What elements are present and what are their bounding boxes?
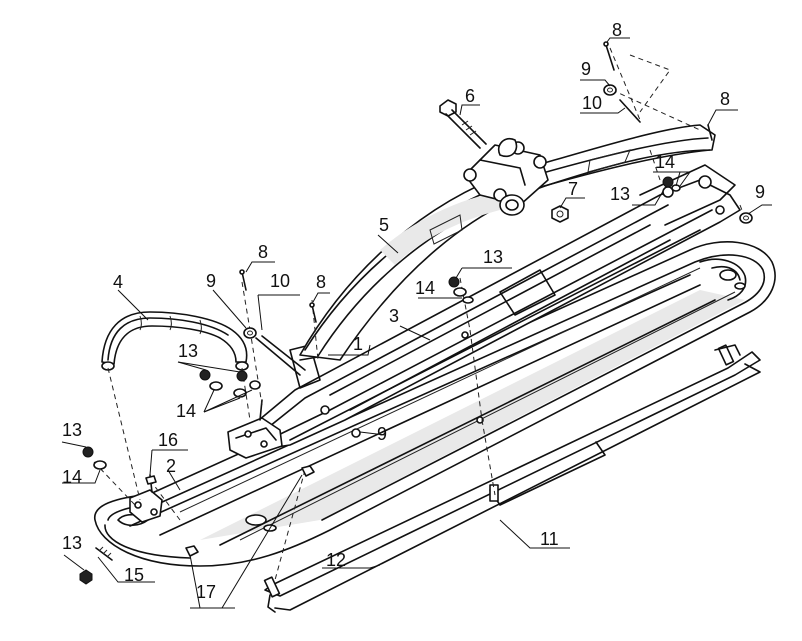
callout-13-bottom: 13 [62,533,82,553]
callout-17: 17 [196,582,216,602]
callout-14-right: 14 [655,152,675,172]
callout-13-left: 13 [178,341,198,361]
callout-14-front: 14 [62,467,82,487]
callout-13-center: 13 [483,247,503,267]
callout-8-top: 8 [612,20,622,40]
bolt-6 [439,99,487,149]
ski-handle [101,311,249,371]
callout-8-left2: 8 [316,272,326,292]
callout-13-front: 13 [62,420,82,440]
saddle-bracket [234,164,741,449]
callout-11: 11 [540,529,559,549]
callout-13-right: 13 [610,184,630,204]
ski-body [94,241,776,567]
callout-8-left: 8 [258,242,268,262]
callout-7: 7 [568,179,578,199]
callout-12: 12 [326,550,346,570]
leaf-spring [299,124,716,361]
callout-10-top: 10 [582,93,602,113]
callout-9-top: 9 [581,59,591,79]
callout-16: 16 [158,430,178,450]
callout-14-left: 14 [176,401,196,421]
hardware [79,41,753,585]
callout-1: 1 [353,334,363,354]
front-bracket [129,474,163,523]
callout-14-center: 14 [415,278,435,298]
callout-6: 6 [465,86,475,106]
callout-5: 5 [379,215,389,235]
callout-8-right: 8 [720,89,730,109]
mount-bracket [227,399,283,459]
callout-15: 15 [124,565,144,585]
callout-2: 2 [166,456,176,476]
callout-labels: 8 9 10 8 6 14 13 9 7 5 13 14 8 9 10 8 3 … [62,20,765,602]
callout-9-right: 9 [755,182,765,202]
nut-7 [551,205,569,223]
callout-3: 3 [389,306,399,326]
callout-9-left: 9 [206,271,216,291]
callout-9-lower: 9 [377,424,387,444]
ski-runner [263,344,761,613]
callout-10-left: 10 [270,271,290,291]
assembly-lines [93,47,746,581]
spring-clamp [463,137,549,216]
callout-leaders [61,37,772,609]
callout-4: 4 [113,272,123,292]
